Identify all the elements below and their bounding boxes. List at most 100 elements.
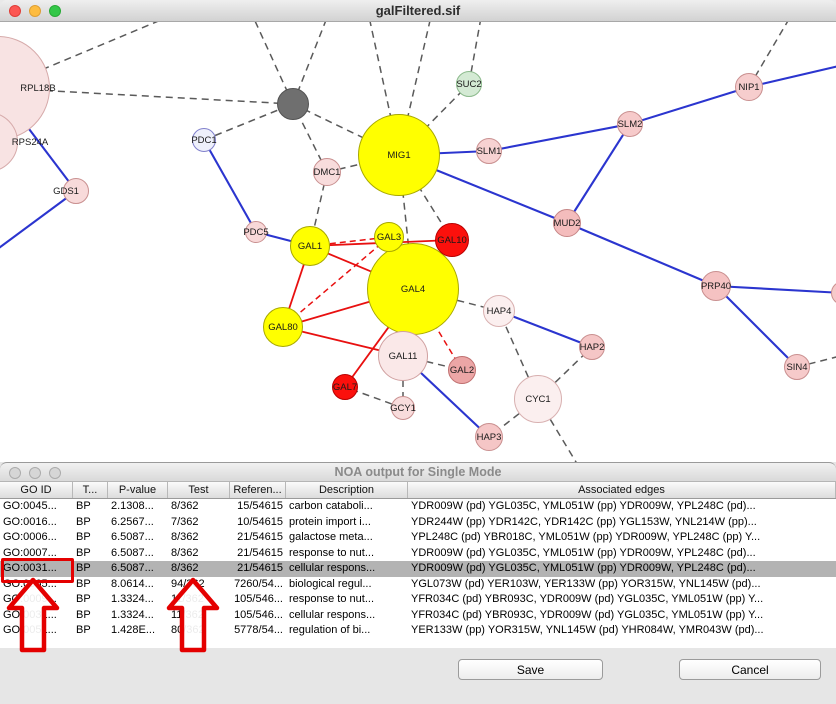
network-edge[interactable] (748, 62, 836, 89)
network-edge[interactable] (629, 85, 750, 126)
minimize-button[interactable] (29, 467, 41, 479)
table-cell: GO:0006... (3, 531, 57, 543)
node-label: NIP1 (738, 81, 760, 93)
node-gal4[interactable]: GAL4 (367, 243, 459, 335)
node-label: GAL4 (400, 283, 426, 295)
minimize-button[interactable] (29, 5, 41, 17)
close-button[interactable] (9, 467, 21, 479)
table-cell: BP (76, 531, 91, 543)
node-hap2[interactable]: HAP2 (579, 334, 605, 360)
network-edge[interactable] (282, 236, 390, 328)
node-dmc1[interactable]: DMC1 (313, 158, 341, 186)
node-label: GAL2 (449, 364, 475, 376)
node-cyc1[interactable]: CYC1 (514, 375, 562, 423)
table-cell: BP (76, 562, 91, 574)
column-header-test[interactable]: Test (168, 482, 230, 498)
table-cell: BP (76, 608, 91, 621)
column-header-p-value[interactable]: P-value (108, 482, 168, 498)
network-edge[interactable] (715, 285, 798, 368)
node-gal3[interactable]: GAL3 (374, 222, 404, 252)
column-header-go-id[interactable]: GO ID (0, 482, 73, 498)
network-edge[interactable] (566, 222, 717, 287)
cancel-button[interactable]: Cancel (679, 659, 821, 680)
node-gal10[interactable]: GAL10 (435, 223, 469, 257)
node-label: PRP40 (700, 280, 732, 292)
network-edge[interactable] (715, 284, 836, 294)
network-edge[interactable] (796, 352, 836, 368)
node-label: GDS1 (53, 185, 79, 197)
table-cell: YGL073W (pd) YER103W, YER133W (pp) YOR31… (411, 577, 761, 590)
node-slm1[interactable]: SLM1 (476, 138, 502, 164)
node-gal80[interactable]: GAL80 (263, 307, 303, 347)
node-mig1[interactable]: MIG1 (358, 114, 440, 196)
network-edge[interactable] (0, 22, 180, 88)
table-cell: 6.2567... (111, 515, 154, 528)
table-cell: YDR009W (pd) YGL035C, YML051W (pp) YDR00… (411, 546, 756, 559)
node-gal11[interactable]: GAL11 (378, 331, 428, 381)
node-gal7[interactable]: GAL7 (332, 374, 358, 400)
table-cell: YDR009W (pd) YGL035C, YML051W (pp) YDR00… (411, 562, 756, 574)
node-slm2[interactable]: SLM2 (617, 111, 643, 137)
node-nip1[interactable]: NIP1 (735, 73, 763, 101)
node-suc2[interactable]: SUC2 (456, 71, 482, 97)
table-cell: BP (76, 577, 91, 590)
table-cell: YFR034C (pd) YBR093C, YDR009W (pd) YGL03… (411, 593, 764, 605)
table-cell: GO:0031... (3, 608, 57, 621)
network-edge[interactable] (498, 310, 593, 348)
node-mud2[interactable]: MUD2 (553, 209, 581, 237)
table-cell: YER133W (pp) YOR315W, YNL145W (pd) YHR08… (411, 624, 764, 636)
network-edge[interactable] (488, 122, 631, 153)
zoom-button[interactable] (49, 5, 61, 17)
table-cell: GO:0009... (3, 593, 57, 605)
column-header-associated-edges[interactable]: Associated edges (408, 482, 836, 498)
table-cell: 105/546... (234, 593, 283, 605)
node-sin4[interactable]: SIN4 (784, 354, 810, 380)
node-gal2[interactable]: GAL2 (448, 356, 476, 384)
node-hap4[interactable]: HAP4 (483, 295, 515, 327)
save-button[interactable]: Save (458, 659, 603, 680)
noa-window-titlebar[interactable]: NOA output for Single Mode (0, 462, 836, 482)
node-label: PDC1 (191, 134, 217, 146)
network-edge[interactable] (203, 103, 294, 141)
node-pdc1[interactable]: PDC1 (191, 128, 217, 152)
table-cell: cellular respons... (289, 608, 376, 621)
table-cell: 21/54615 (237, 546, 283, 559)
table-cell: 8/362 (171, 562, 199, 574)
table-cell: 6.5087... (111, 562, 154, 574)
node-gal1[interactable]: GAL1 (290, 226, 330, 266)
table-cell: YPL248C (pd) YBR018C, YML051W (pp) YDR00… (411, 531, 761, 543)
column-header-description[interactable]: Description (286, 482, 408, 498)
node-prp40[interactable]: PRP40 (701, 271, 731, 301)
table-cell: 5778/54... (234, 624, 283, 636)
network-edge[interactable] (203, 139, 257, 233)
table-cell: GO:0051... (3, 624, 57, 636)
table-cell: 8/362 (171, 500, 199, 512)
network-edge[interactable] (0, 190, 77, 262)
node-unlabeled[interactable] (277, 88, 309, 120)
zoom-button[interactable] (49, 467, 61, 479)
column-header-t-[interactable]: T... (73, 482, 108, 498)
table-cell: 6.5087... (111, 546, 154, 559)
node-gcy1[interactable]: GCY1 (390, 396, 416, 420)
table-cell: 1.428E... (111, 624, 156, 636)
close-button[interactable] (9, 5, 21, 17)
network-edge[interactable] (566, 123, 631, 224)
node-pdc5[interactable]: PDC5 (243, 221, 269, 243)
graph-window-titlebar[interactable]: galFiltered.sif (0, 0, 836, 22)
table-cell: 10/54615 (237, 515, 283, 528)
node-gds1[interactable]: GDS1 (53, 178, 89, 204)
column-header-referen-[interactable]: Referen... (230, 482, 286, 498)
node-hap3[interactable]: HAP3 (475, 423, 503, 451)
